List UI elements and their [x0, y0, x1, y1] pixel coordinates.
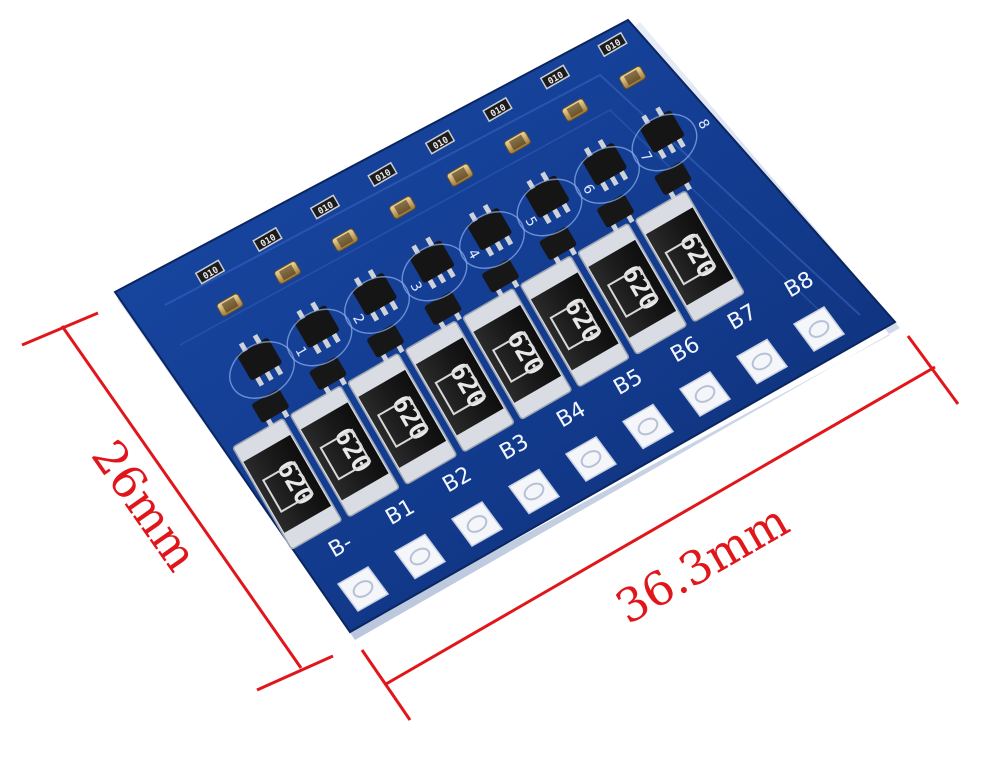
capacitor	[619, 66, 646, 89]
transistor-small	[309, 356, 347, 395]
components-layer: 6200101620010262001036200104620010562001…	[194, 31, 745, 550]
capacitor	[389, 196, 416, 219]
transistor-small	[424, 291, 462, 330]
transistor	[237, 333, 284, 387]
capacitor	[446, 163, 474, 187]
transistor-small	[539, 226, 577, 265]
transistor-small	[252, 389, 290, 428]
transistor	[640, 106, 686, 160]
transistor-small	[482, 259, 520, 298]
width-label: 36.3mm	[607, 493, 798, 635]
transistor	[525, 171, 571, 225]
capacitor	[561, 98, 589, 122]
resistor-620: 620	[290, 386, 400, 517]
transistor-small	[654, 161, 692, 200]
resistor-010: 010	[194, 259, 226, 285]
capacitor	[216, 293, 244, 317]
capacitor	[274, 261, 301, 284]
transistor	[467, 203, 514, 257]
height-label: 26mm	[81, 430, 209, 580]
transistor	[295, 301, 341, 355]
transistor-small	[597, 194, 635, 233]
capacitor	[504, 131, 531, 154]
transistor	[410, 236, 456, 290]
capacitor	[331, 228, 359, 252]
resistor-620: 620	[462, 288, 572, 420]
resistor-620: 620	[635, 191, 745, 322]
transistor-small	[367, 324, 405, 363]
transistor	[352, 268, 399, 322]
